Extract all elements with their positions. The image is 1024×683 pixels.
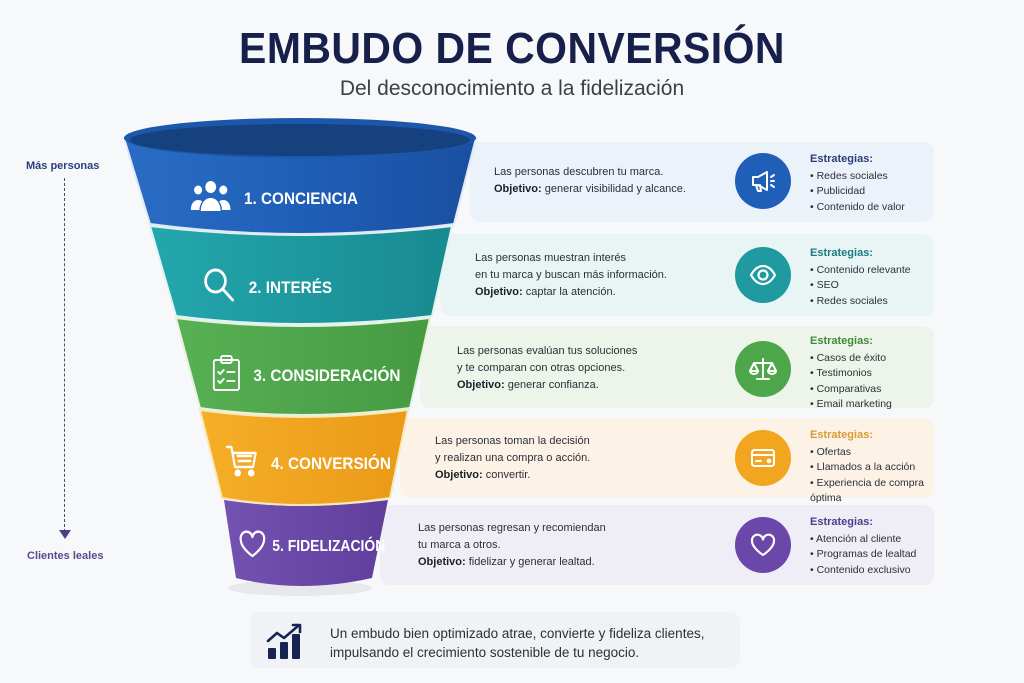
footer-summary: Un embudo bien optimizado atrae, convier… (250, 612, 740, 668)
axis-top-label: Más personas (26, 160, 100, 172)
heart-icon (735, 517, 791, 573)
credit-card-icon (735, 430, 791, 486)
megaphone-icon (735, 153, 791, 209)
footer-line-2: impulsando el crecimiento sostenible de … (330, 645, 640, 660)
stage-description: en tu marca y buscan más información. (475, 269, 667, 281)
stage-label-conciencia: 1. CONCIENCIA (190, 180, 358, 217)
page-subtitle: Del desconocimiento a la fidelización (339, 77, 685, 100)
stage-title: 2. INTERÉS (248, 277, 333, 297)
stage-card-interes: Las personas muestran interés en tu marc… (440, 234, 934, 316)
stage-label-consideracion: 3. CONSIDERACIÓN (212, 354, 400, 397)
strategy-item: Ofertas (810, 445, 934, 461)
stage-card-consideracion: Las personas evalúan tus soluciones y te… (420, 326, 934, 410)
strategy-item: SEO (810, 278, 911, 294)
strategy-item: Publicidad (810, 184, 905, 200)
cart-icon (225, 444, 258, 483)
strategies-title: Estrategias: (810, 153, 873, 165)
strategy-item: Experiencia de compra óptima (810, 476, 934, 507)
stage-description: Las personas evalúan tus soluciones (457, 345, 638, 357)
objective-label: Objetivo: (494, 183, 542, 195)
stage-title: 3. CONSIDERACIÓN (253, 365, 401, 385)
stage-title: 5. FIDELIZACIÓN (272, 537, 386, 555)
eye-icon (735, 247, 791, 303)
stage-title: 4. CONVERSIÓN (271, 453, 391, 473)
strategies-title: Estrategias: (810, 516, 873, 528)
stage-description: Las personas descubren tu marca. (494, 166, 664, 178)
objective-label: Objetivo: (435, 469, 483, 481)
stage-card-conversion: Las personas toman la decisión y realiza… (400, 418, 934, 504)
users-icon (190, 180, 231, 217)
stage-label-conversion: 4. CONVERSIÓN (225, 444, 391, 483)
strategy-item: Redes sociales (810, 169, 905, 185)
stage-description: Las personas muestran interés (475, 252, 627, 264)
stage-description: Las personas toman la decisión (435, 435, 590, 447)
strategy-item: Llamados a la acción (810, 460, 934, 476)
stage-card-conciencia: Las personas descubren tu marca. Objetiv… (470, 142, 934, 222)
strategies-title: Estrategias: (810, 247, 873, 259)
stage-description: Las personas regresan y recomiendan (418, 522, 606, 534)
page-title: EMBUDO DE CONVERSIÓN (239, 24, 785, 73)
strategy-item: Comparativas (810, 382, 892, 398)
stage-title: 1. CONCIENCIA (244, 188, 358, 208)
strategy-item: Contenido relevante (810, 263, 911, 279)
strategy-item: Email marketing (810, 397, 892, 413)
strategy-item: Atención al cliente (810, 532, 916, 548)
strategy-item: Contenido de valor (810, 200, 905, 216)
stage-label-interes: 2. INTERÉS (202, 266, 332, 309)
axis-dashed-line (64, 178, 65, 532)
objective-text: generar confianza. (504, 379, 599, 391)
objective-text: convertir. (482, 469, 531, 481)
growth-chart-icon (266, 622, 306, 665)
stage-description: y realizan una compra o acción. (435, 452, 591, 464)
scale-icon (735, 341, 791, 397)
objective-text: captar la atención. (522, 286, 616, 298)
objective-text: fidelizar y generar lealtad. (465, 556, 595, 568)
search-icon (202, 266, 236, 309)
objective-text: generar visibilidad y alcance. (541, 183, 686, 195)
stage-card-fidelizacion: Las personas regresan y recomiendan tu m… (380, 505, 934, 585)
stage-description: tu marca a otros. (418, 539, 501, 551)
strategies-title: Estrategias: (810, 335, 873, 347)
strategy-item: Testimonios (810, 366, 892, 382)
objective-label: Objetivo: (457, 379, 505, 391)
axis-bottom-label: Clientes leales (27, 550, 104, 562)
arrow-down-icon (59, 530, 71, 539)
objective-label: Objetivo: (418, 556, 466, 568)
stage-description: y te comparan con otras opciones. (457, 362, 626, 374)
heart-icon (238, 529, 267, 564)
strategy-item: Programas de lealtad (810, 547, 917, 563)
strategies-title: Estrategias: (810, 429, 873, 441)
strategy-item: Redes sociales (810, 294, 911, 310)
stage-label-fidelizacion: 5. FIDELIZACIÓN (238, 529, 385, 564)
clipboard-icon (212, 354, 241, 397)
objective-label: Objetivo: (475, 286, 523, 298)
strategy-item: Casos de éxito (810, 351, 892, 367)
footer-line-1: Un embudo bien optimizado atrae, convier… (330, 626, 705, 641)
strategy-item: Contenido exclusivo (810, 563, 916, 579)
